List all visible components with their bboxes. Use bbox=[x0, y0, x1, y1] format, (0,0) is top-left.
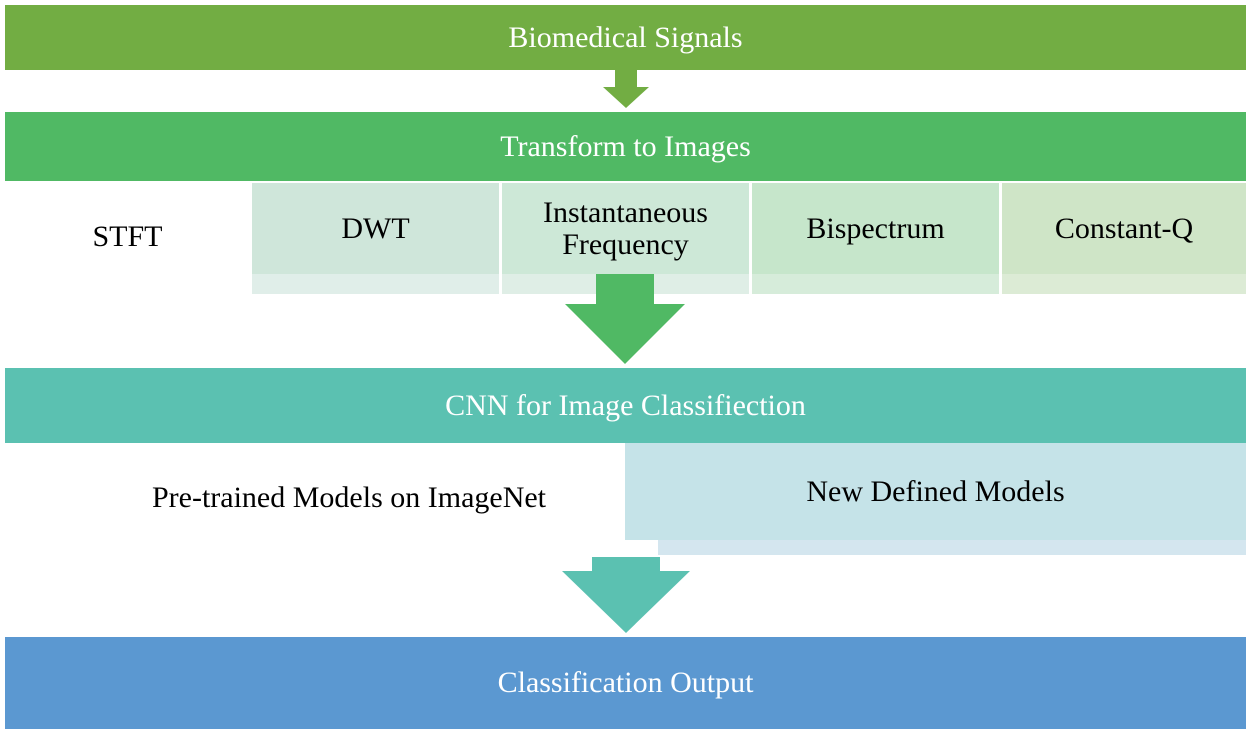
dwt-cell-strip bbox=[252, 274, 499, 294]
arrow-down-icon bbox=[565, 274, 685, 364]
instantaneous-frequency-cell: Instantaneous Frequency bbox=[502, 183, 749, 274]
cnn-classification-label: CNN for Image Classifiection bbox=[445, 388, 806, 422]
pretrained-models-cell: Pre-trained Models on ImageNet bbox=[5, 443, 693, 553]
constant-q-label: Constant-Q bbox=[1054, 211, 1194, 245]
cnn-classification-box: CNN for Image Classifiection bbox=[5, 368, 1246, 443]
bispectrum-cell-strip bbox=[752, 274, 999, 294]
biomedical-signals-box: Biomedical Signals bbox=[5, 5, 1246, 70]
pretrained-models-label: Pre-trained Models on ImageNet bbox=[151, 481, 547, 514]
constant-q-cell-strip bbox=[1002, 274, 1246, 294]
stft-cell: STFT bbox=[5, 181, 250, 293]
classification-output-label: Classification Output bbox=[497, 666, 754, 699]
instantaneous-frequency-label-line2: Frequency bbox=[562, 227, 689, 261]
arrow-down-icon bbox=[562, 557, 690, 633]
stft-label: STFT bbox=[92, 220, 163, 253]
instantaneous-frequency-label-line1: Instantaneous bbox=[543, 195, 708, 229]
constant-q-cell: Constant-Q bbox=[1002, 183, 1246, 274]
arrow-down-icon bbox=[603, 70, 649, 108]
dwt-cell: DWT bbox=[252, 183, 499, 274]
new-defined-models-label: New Defined Models bbox=[806, 474, 1065, 508]
dwt-label: DWT bbox=[341, 211, 410, 245]
classification-output-box: Classification Output bbox=[5, 637, 1246, 729]
new-defined-models-strip bbox=[658, 540, 1246, 555]
transform-to-images-label: Transform to Images bbox=[500, 129, 751, 163]
biomedical-signals-label: Biomedical Signals bbox=[508, 20, 743, 54]
new-defined-models-cell: New Defined Models bbox=[625, 443, 1246, 540]
bispectrum-cell: Bispectrum bbox=[752, 183, 999, 274]
bispectrum-label: Bispectrum bbox=[806, 211, 945, 245]
transform-to-images-box: Transform to Images bbox=[5, 112, 1246, 181]
